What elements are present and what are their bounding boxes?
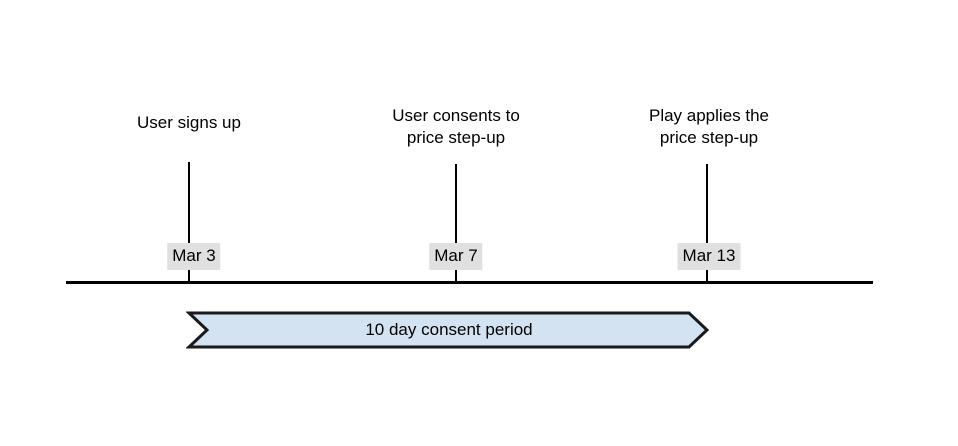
milestone-date-consent: Mar 7 xyxy=(429,243,483,270)
milestone-label-apply: Play applies the price step-up xyxy=(648,106,770,147)
milestone-date-signup: Mar 3 xyxy=(167,243,221,270)
milestone-label-consent: User consents to price step-up xyxy=(392,106,520,147)
consent-period-banner: 10 day consent period xyxy=(186,310,712,350)
consent-period-banner-shape xyxy=(186,311,710,349)
milestone-date-apply: Mar 13 xyxy=(677,243,741,270)
milestone-tick-consent xyxy=(455,164,457,282)
consent-period-banner-label: 10 day consent period xyxy=(365,320,533,339)
milestone-label-signup: User signs up xyxy=(137,113,241,132)
timeline-axis xyxy=(66,281,873,284)
banner-arrow-polygon xyxy=(186,311,710,349)
milestone-tick-apply xyxy=(706,164,708,282)
milestone-tick-signup xyxy=(188,162,190,282)
